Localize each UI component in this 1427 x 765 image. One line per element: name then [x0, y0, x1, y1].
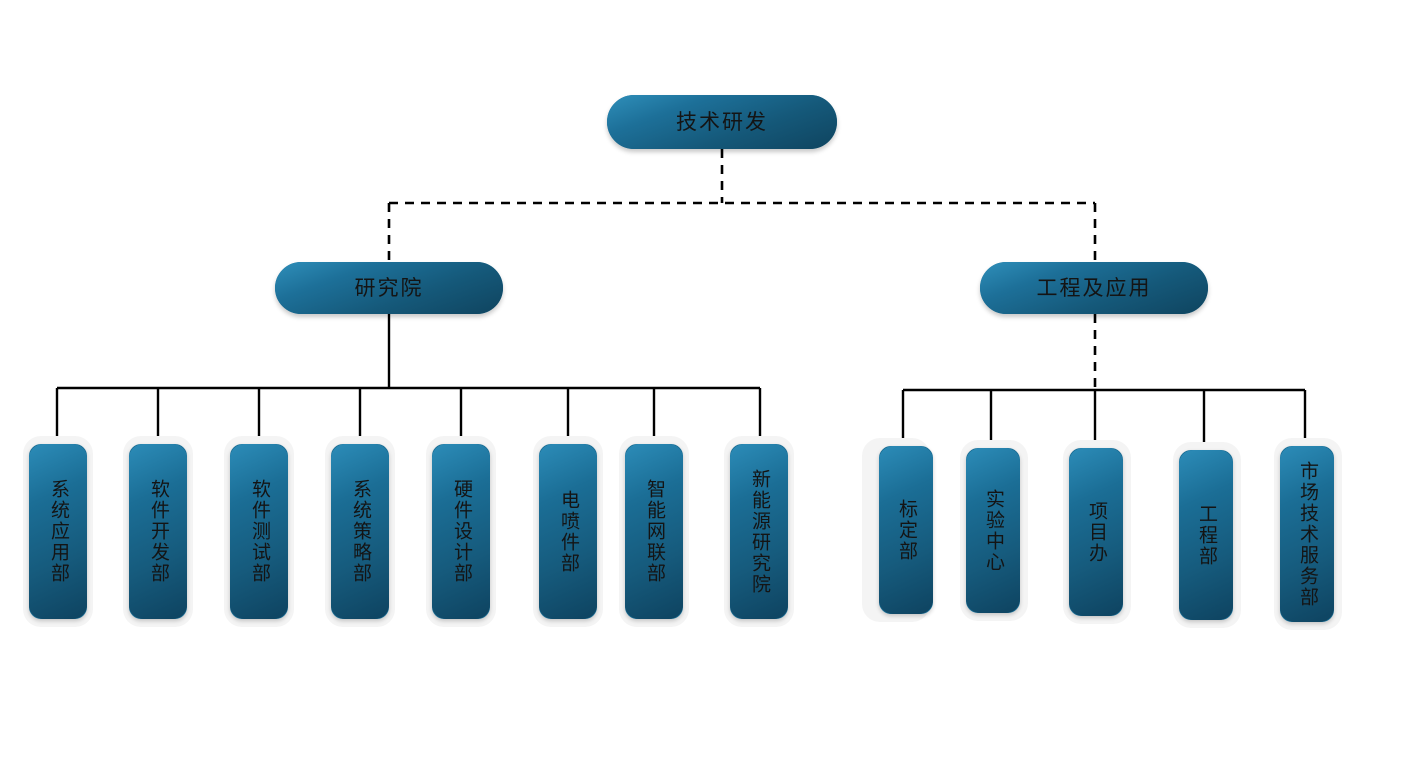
node-efi-components-dept[interactable]: 电喷件部 — [539, 444, 597, 619]
node-label: 系统策略部 — [349, 479, 372, 584]
node-label: 工程及应用 — [1036, 275, 1152, 300]
node-engineering-application[interactable]: 工程及应用 — [980, 262, 1208, 314]
node-label: 工程部 — [1195, 503, 1218, 567]
node-label: 智能网联部 — [643, 479, 666, 584]
node-intelligent-connected-dept[interactable]: 智能网联部 — [625, 444, 683, 619]
node-label: 实验中心 — [982, 488, 1005, 573]
node-tech-rd[interactable]: 技术研发 — [607, 95, 837, 149]
node-hardware-design-dept[interactable]: 硬件设计部 — [432, 444, 490, 619]
node-label: 软件开发部 — [147, 479, 170, 584]
node-system-strategy-dept[interactable]: 系统策略部 — [331, 444, 389, 619]
node-software-development-dept[interactable]: 软件开发部 — [129, 444, 187, 619]
node-engineering-dept[interactable]: 工程部 — [1179, 450, 1233, 620]
node-label: 项目办 — [1085, 500, 1108, 564]
node-label: 技术研发 — [676, 109, 768, 134]
node-new-energy-institute[interactable]: 新能源研究院 — [730, 444, 788, 619]
node-calibration-dept[interactable]: 标定部 — [879, 446, 933, 614]
node-label: 研究院 — [354, 275, 424, 300]
node-software-testing-dept[interactable]: 软件测试部 — [230, 444, 288, 619]
node-project-office[interactable]: 项目办 — [1069, 448, 1123, 616]
node-research-institute[interactable]: 研究院 — [275, 262, 503, 314]
node-experiment-center[interactable]: 实验中心 — [966, 448, 1020, 613]
node-label: 软件测试部 — [248, 479, 271, 584]
node-label: 标定部 — [895, 498, 918, 562]
node-market-tech-service-dept[interactable]: 市场技术服务部 — [1280, 446, 1334, 622]
node-label: 硬件设计部 — [450, 479, 473, 584]
node-system-application-dept[interactable]: 系统应用部 — [29, 444, 87, 619]
node-label: 新能源研究院 — [748, 468, 771, 595]
node-label: 系统应用部 — [47, 479, 70, 584]
node-label: 市场技术服务部 — [1296, 460, 1319, 608]
node-label: 电喷件部 — [557, 489, 580, 574]
